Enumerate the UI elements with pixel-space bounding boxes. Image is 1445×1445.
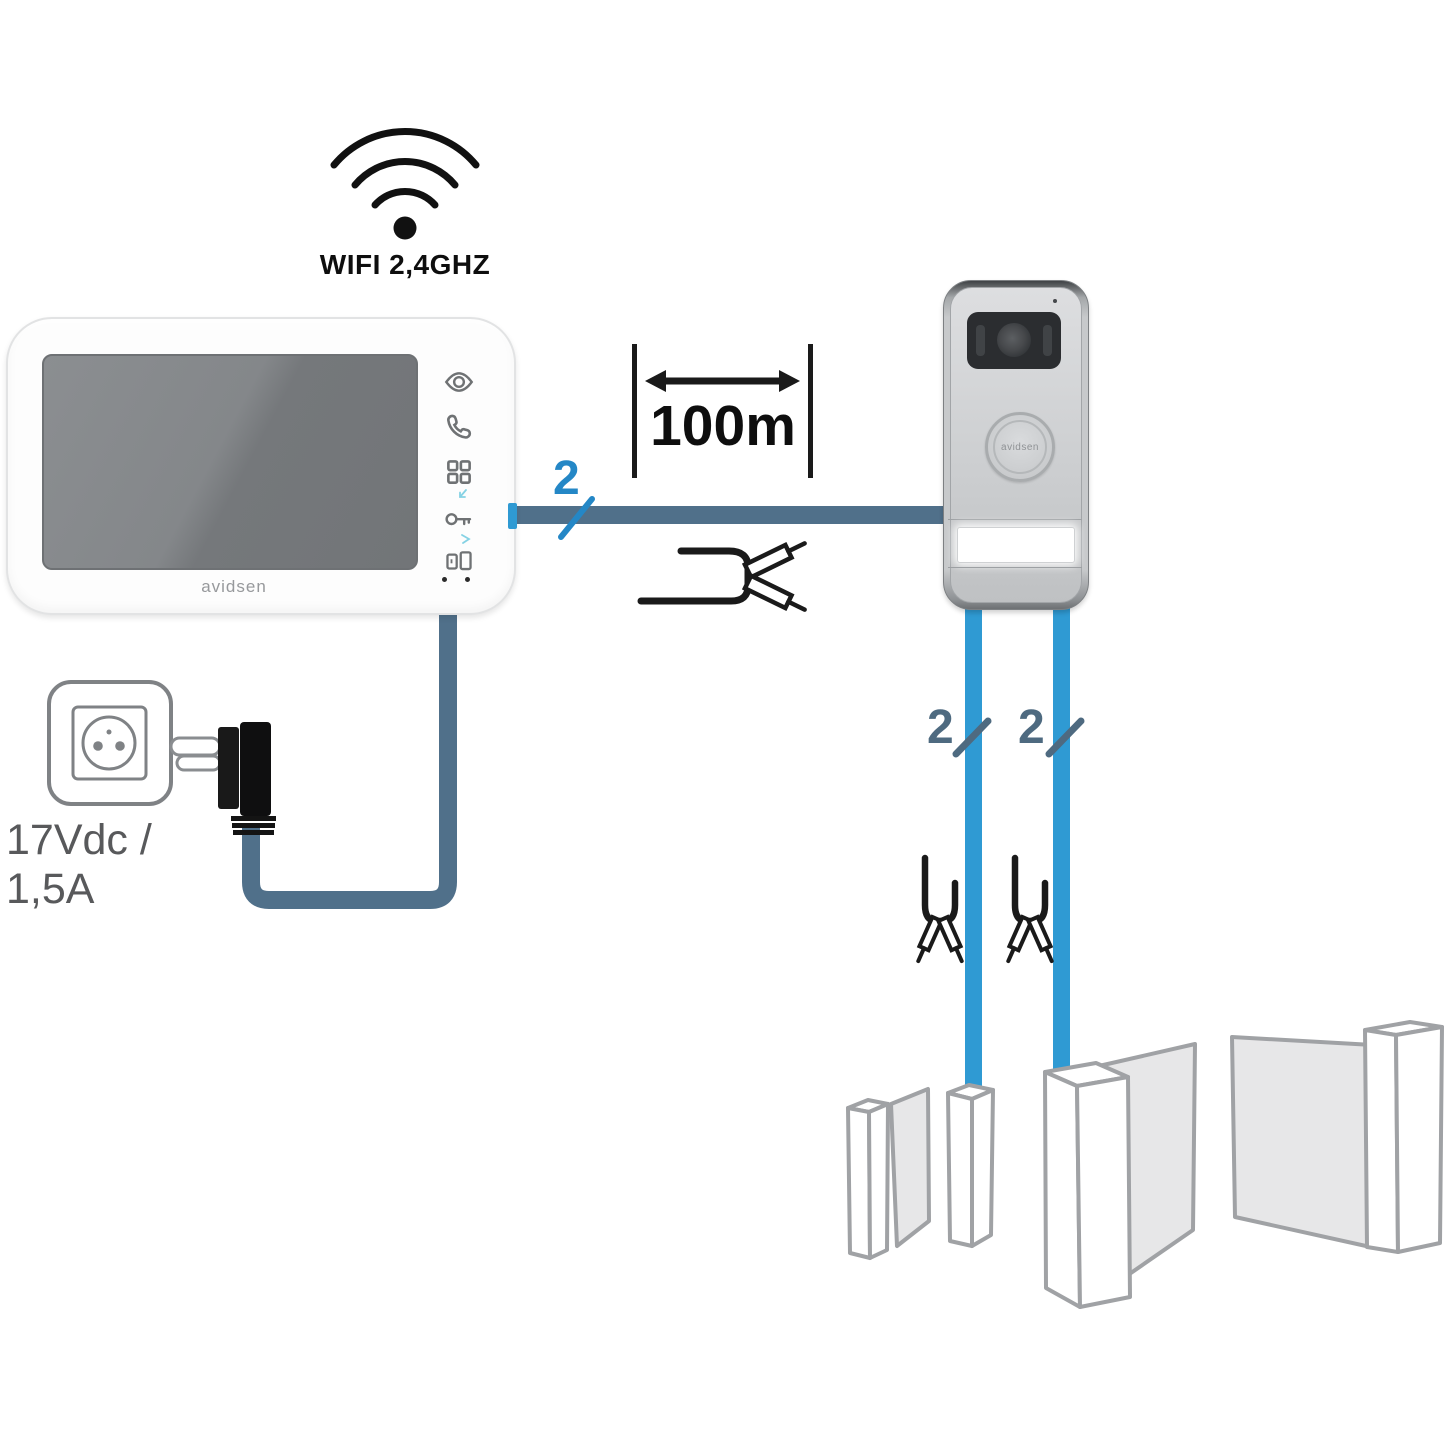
ir-led-right bbox=[1043, 325, 1052, 356]
ir-led-left bbox=[976, 325, 985, 356]
slash-gate-cable-left bbox=[952, 717, 992, 758]
large-gate-right-post bbox=[1363, 1020, 1444, 1254]
doorbell-call-button[interactable]: avidsen bbox=[985, 412, 1055, 482]
door-key-icon[interactable] bbox=[444, 503, 474, 533]
small-gate-post-right bbox=[946, 1083, 995, 1248]
outdoor-doorbell: avidsen bbox=[943, 280, 1089, 610]
monitor-mic-hole bbox=[465, 577, 470, 582]
large-gate-right-panel bbox=[1230, 1035, 1377, 1250]
slash-monitor-cable bbox=[558, 496, 595, 540]
gate-open-icon[interactable] bbox=[444, 546, 474, 576]
wifi-icon bbox=[330, 128, 480, 240]
power-adapter bbox=[169, 722, 276, 835]
doorbell-name-plate bbox=[957, 527, 1075, 563]
power-spec-label: 17Vdc / 1,5A bbox=[6, 816, 152, 913]
small-gate-panel bbox=[889, 1087, 931, 1248]
gate-sparkle-icon bbox=[461, 534, 471, 544]
gates-illustration bbox=[846, 1020, 1444, 1309]
doorbell-seam-top bbox=[948, 519, 1082, 520]
large-gate-left-post bbox=[1043, 1061, 1132, 1309]
indoor-monitor: avidsen bbox=[6, 317, 517, 615]
wire-count-monitor: 2 bbox=[553, 452, 580, 505]
two-wire-symbol-vertical-right bbox=[1006, 854, 1054, 964]
key-sparkle-icon bbox=[459, 489, 467, 498]
wire-count-gate-left: 2 bbox=[927, 701, 954, 754]
distance-indicator bbox=[632, 344, 813, 478]
power-outlet-icon bbox=[47, 680, 173, 806]
monitor-led bbox=[442, 577, 447, 582]
answer-call-icon[interactable] bbox=[444, 412, 474, 442]
monitor-brand: avidsen bbox=[201, 577, 267, 596]
wire-count-gate-right: 2 bbox=[1018, 701, 1045, 754]
power-cable bbox=[242, 608, 457, 909]
slash-gate-cable-right bbox=[1045, 717, 1085, 758]
doorbell-brand: avidsen bbox=[993, 420, 1047, 474]
distance-label: 100m bbox=[650, 394, 796, 458]
monitor-screen bbox=[42, 354, 418, 570]
two-wire-symbol-vertical-left bbox=[916, 854, 964, 964]
doorbell-mic-hole bbox=[1053, 299, 1057, 303]
wifi-label: WIFI 2,4GHZ bbox=[319, 249, 491, 280]
monitor-cable-port bbox=[508, 503, 517, 529]
menu-grid-icon[interactable] bbox=[444, 457, 474, 487]
camera-lens-icon bbox=[997, 323, 1031, 357]
doorbell-seam-bottom bbox=[948, 567, 1082, 568]
monitor-view-icon[interactable] bbox=[444, 367, 474, 397]
small-gate-post-left bbox=[846, 1098, 890, 1260]
two-wire-symbol-horizontal bbox=[637, 541, 807, 612]
doorbell-camera bbox=[967, 312, 1061, 369]
